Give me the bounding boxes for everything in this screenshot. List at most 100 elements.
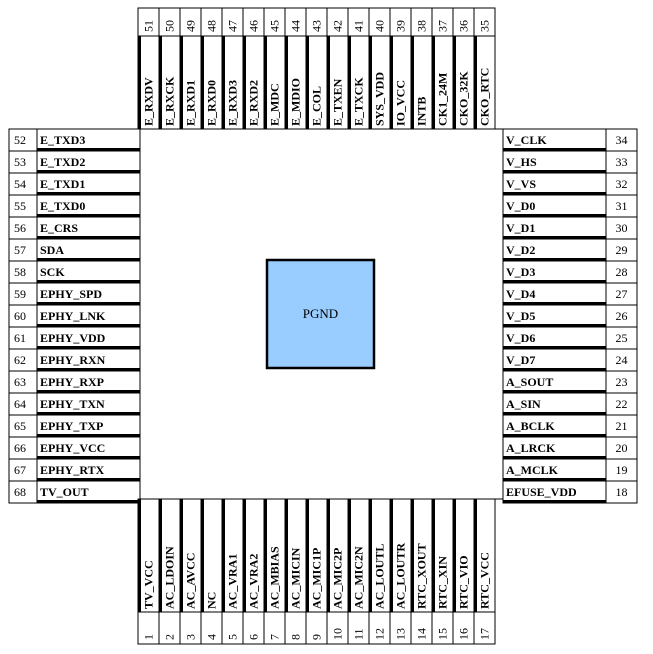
pin-name: V_D0: [506, 199, 535, 213]
pin-number: 44: [289, 20, 303, 32]
pin-bottom-12: AC_LOUTL 12: [368, 498, 391, 645]
pin-name: E_TXD1: [40, 177, 85, 191]
pin-top-1: 51E_RXDV: [137, 7, 160, 130]
pin-name: AC_VRA2: [247, 554, 261, 609]
pin-name: AC_MIC2N: [352, 546, 366, 609]
pin-top-7: 45E_MDC: [263, 7, 286, 130]
pin-name: CKO_RTC: [478, 68, 492, 126]
pin-top-8: 44E_MDIO: [284, 7, 307, 130]
pin-name: EPHY_TXN: [40, 397, 105, 411]
pin-name: E_RXD0: [205, 80, 219, 126]
pin-top-11: 41E_TXCK: [347, 7, 370, 130]
pin-number: 66: [14, 441, 26, 455]
pin-number: 23: [616, 375, 628, 389]
pin-bottom-9: AC_MIC1P 9: [305, 498, 328, 645]
pin-right-14: A_BCLK 21: [502, 414, 638, 438]
pin-number: 30: [616, 221, 628, 235]
pin-number: 41: [352, 20, 366, 32]
pin-number: 54: [14, 177, 26, 191]
pin-name: IO_VCC: [394, 80, 408, 126]
pin-name: SCK: [40, 265, 65, 279]
pin-left-12: 63 EPHY_RXP: [8, 370, 141, 394]
pin-name: SDA: [40, 243, 64, 257]
pin-number: 4: [205, 634, 219, 640]
pin-name: E_RXDV: [142, 77, 156, 126]
pin-number: 40: [373, 20, 387, 32]
pin-number: 5: [226, 634, 240, 640]
pin-number: 53: [14, 155, 26, 169]
pin-name: EPHY_RXP: [40, 375, 104, 389]
pin-name: AC_VRA1: [226, 554, 240, 609]
pin-number: 36: [457, 20, 471, 32]
pin-name: AC_MIC1P: [310, 548, 324, 609]
pin-number: 20: [616, 441, 628, 455]
pin-name: EPHY_RTX: [40, 463, 105, 477]
pin-name: RTC_VCC: [478, 552, 492, 609]
pin-name: V_D5: [506, 309, 535, 323]
pin-number: 67: [14, 463, 26, 477]
pin-number: 2: [163, 634, 177, 640]
pin-name: AC_LOUTL: [373, 544, 387, 609]
pin-left-5: 56 E_CRS: [8, 216, 141, 240]
pin-number: 56: [14, 221, 26, 235]
pin-number: 25: [616, 331, 628, 345]
pin-number: 9: [310, 634, 324, 640]
pin-name: V_HS: [506, 155, 537, 169]
pin-top-9: 43E_COL: [305, 7, 328, 130]
pin-number: 13: [394, 628, 408, 640]
pin-number: 49: [184, 20, 198, 32]
pin-number: 21: [616, 419, 628, 433]
pin-number: 24: [616, 353, 628, 367]
pin-number: 61: [14, 331, 26, 345]
pin-number: 55: [14, 199, 26, 213]
pin-number: 48: [205, 20, 219, 32]
pin-number: 63: [14, 375, 26, 389]
pin-name: EPHY_RXN: [40, 353, 106, 367]
pin-number: 28: [616, 265, 628, 279]
pin-name: V_D3: [506, 265, 535, 279]
pin-name: E_CRS: [40, 221, 78, 235]
pin-name: EFUSE_VDD: [506, 485, 577, 499]
pin-number: 10: [331, 628, 345, 640]
pin-name: E_RXD1: [184, 80, 198, 126]
pin-name: AC_MIC2P: [331, 548, 345, 609]
pin-number: 34: [616, 133, 628, 147]
pin-number: 29: [616, 243, 628, 257]
pin-left-16: 67 EPHY_RTX: [8, 458, 141, 482]
pin-number: 38: [415, 20, 429, 32]
pin-name: A_SIN: [506, 397, 541, 411]
pin-bottom-5: AC_VRA1 5: [221, 498, 244, 645]
pin-name: CKO_32K: [457, 71, 471, 126]
pin-name: A_BCLK: [506, 419, 555, 433]
pin-number: 12: [373, 628, 387, 640]
pin-number: 7: [268, 634, 282, 640]
pin-name: EPHY_LNK: [40, 309, 106, 323]
pin-name: RTC_VIO: [457, 555, 471, 609]
